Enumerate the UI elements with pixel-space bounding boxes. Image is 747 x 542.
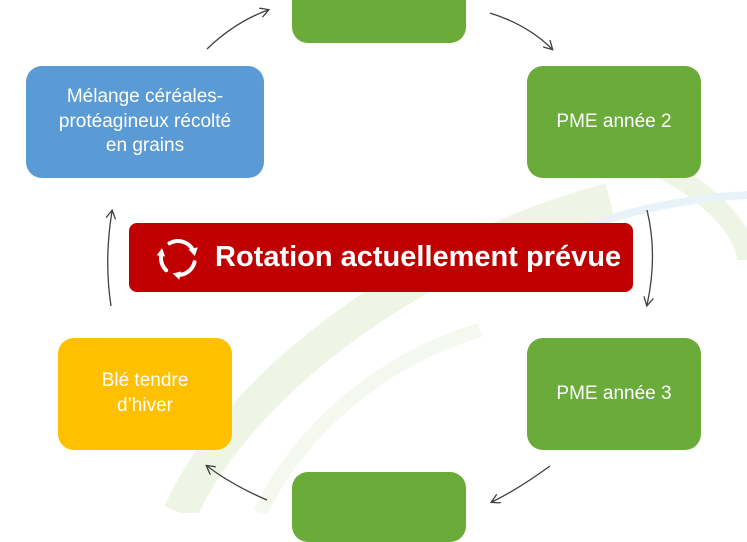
arrow-right-lower-to-bottom — [492, 465, 551, 502]
cycle-arrows — [0, 0, 747, 513]
node-pme-annee-3: PME année 3 — [527, 338, 701, 450]
node-top — [292, 0, 466, 43]
cycle-arrows-icon — [156, 238, 198, 280]
node-melange-cereales-proteagineux: Mélange céréales- protéagineux récolté e… — [26, 66, 264, 178]
arrow-left-upper-to-top — [206, 10, 268, 50]
node-pme-annee-3-label: PME année 3 — [556, 382, 672, 404]
node-ble-tendre-hiver: Blé tendre d’hiver — [58, 338, 232, 450]
arrow-left-lower-to-left-upper — [108, 211, 112, 307]
node-ble-tendre-hiver-label: Blé tendre d’hiver — [101, 370, 189, 416]
banner-title: Rotation actuellement prévue — [215, 241, 622, 273]
arrow-bottom-to-left-lower — [207, 466, 268, 501]
arrow-right-upper-to-right-lower — [647, 209, 653, 305]
node-melange-label: Mélange céréales- protéagineux récolté e… — [58, 85, 232, 157]
arrow-top-to-right-upper — [489, 12, 552, 49]
node-pme-annee-2-label: PME année 2 — [556, 110, 672, 132]
node-pme-annee-2: PME année 2 — [527, 66, 701, 178]
rotation-banner: Rotation actuellement prévue — [129, 223, 633, 292]
